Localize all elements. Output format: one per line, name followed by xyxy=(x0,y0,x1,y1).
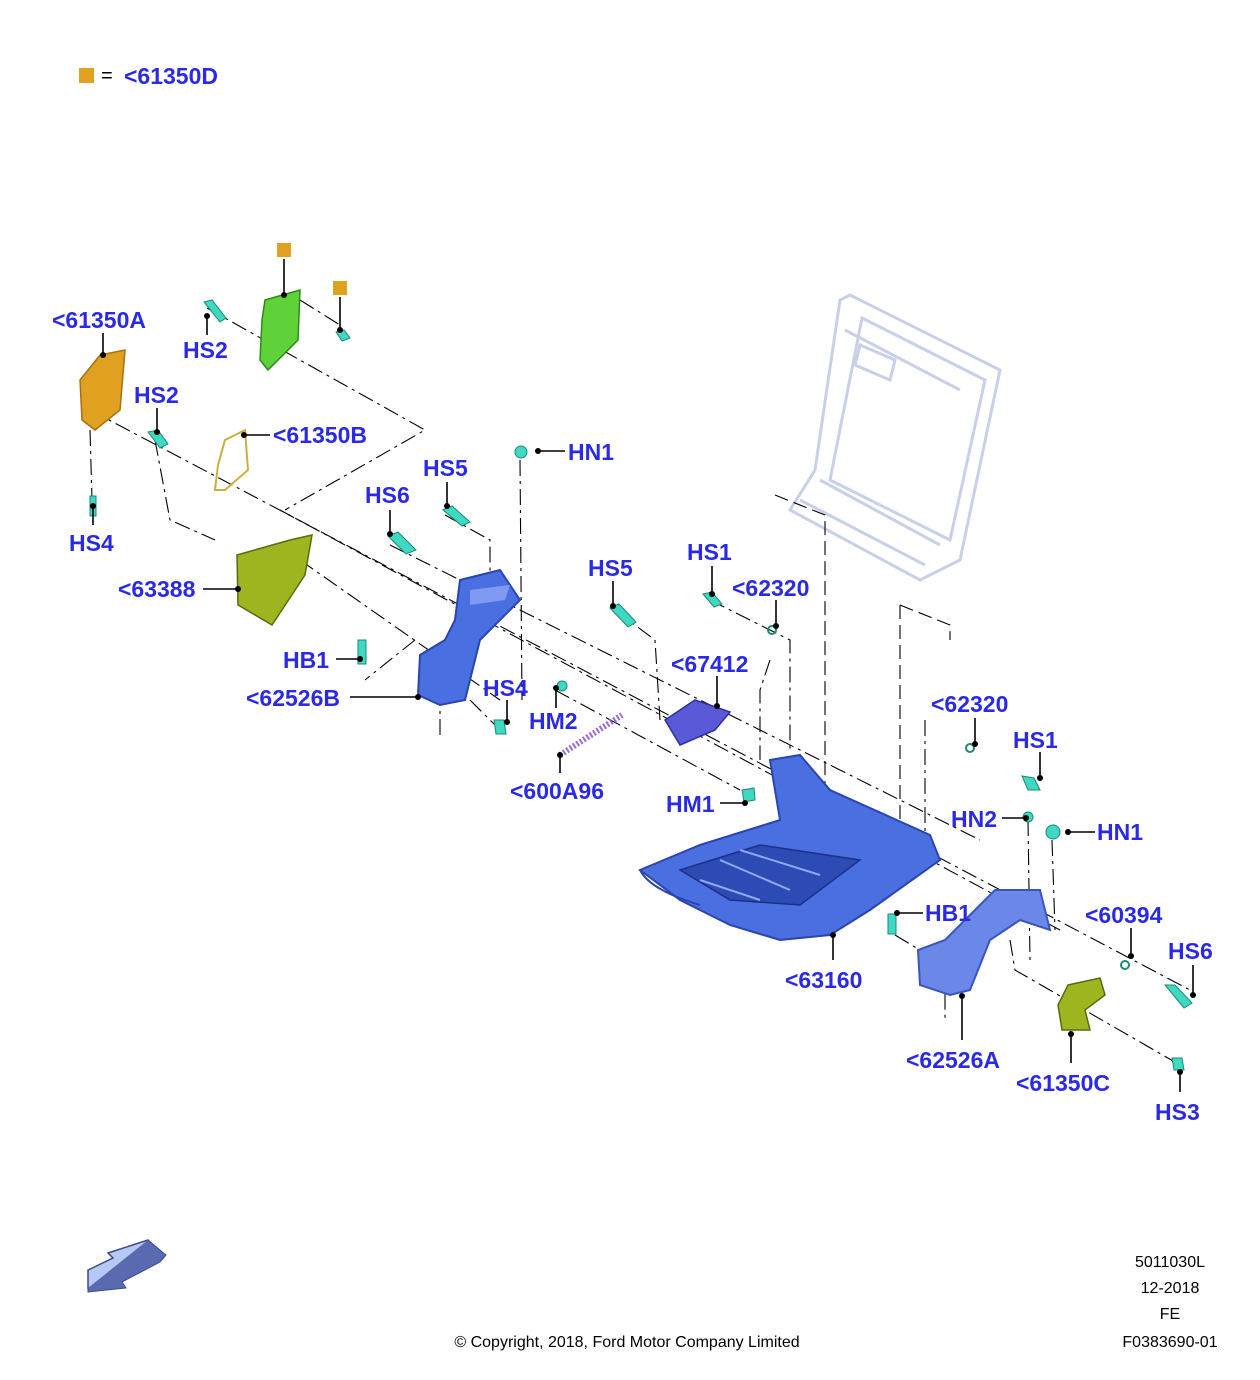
callout-hs1-top: HS1 xyxy=(687,539,732,565)
trim-61350c xyxy=(1057,977,1106,1031)
callout-62320-right: <62320 xyxy=(931,691,1008,717)
legend-swatch xyxy=(79,68,94,83)
callout-hn1-top: HN1 xyxy=(568,439,614,465)
bracket-62526b xyxy=(416,568,522,707)
callout-hs4-left: HS4 xyxy=(69,530,114,556)
callout-hs5-top: HS5 xyxy=(423,455,468,481)
callout-hs2-left: HS2 xyxy=(134,382,179,408)
assembly-lines xyxy=(89,299,1191,1066)
leader-lines xyxy=(90,259,1196,1092)
trim-61350a xyxy=(79,349,126,431)
doc-region: FE xyxy=(1160,1306,1180,1323)
callout-61350c: <61350C xyxy=(1016,1070,1110,1096)
spring-600a96 xyxy=(558,712,624,758)
legend-equals: = xyxy=(101,65,113,87)
callout-62526b: <62526B xyxy=(246,685,340,711)
callout-hn2: HN2 xyxy=(951,806,997,832)
legend-marker-1 xyxy=(277,243,291,257)
doc-date: 12-2018 xyxy=(1141,1280,1200,1297)
callout-hs5-mid: HS5 xyxy=(588,555,633,581)
bracket-62526a xyxy=(916,889,1052,997)
callout-hn1-right: HN1 xyxy=(1097,819,1143,845)
callout-hs6-left: HS6 xyxy=(365,482,410,508)
doc-code: 5011030L xyxy=(1135,1254,1205,1271)
callout-hm1: HM1 xyxy=(666,791,715,817)
callout-61350a: <61350A xyxy=(52,307,146,333)
callout-62320-top: <62320 xyxy=(732,575,809,601)
hinge-67412 xyxy=(663,699,732,746)
arrow-down-left-icon xyxy=(87,1239,167,1293)
fasteners xyxy=(89,299,1193,1071)
legend: = <61350D xyxy=(79,63,218,89)
legend-marker-2 xyxy=(333,281,347,295)
callout-600a96: <600A96 xyxy=(510,778,604,804)
callout-labels: <61350A HS2 HS2 <61350B HS4 HN1 HS5 HS6 … xyxy=(52,307,1213,1125)
trim-61350d-green xyxy=(259,288,301,372)
backrest-frame xyxy=(787,293,1002,582)
callout-hs2-top: HS2 xyxy=(183,337,228,363)
callout-hm2: HM2 xyxy=(529,708,578,734)
callout-63160: <63160 xyxy=(785,967,862,993)
callout-hs6-right: HS6 xyxy=(1168,938,1213,964)
callout-61350b: <61350B xyxy=(273,422,367,448)
trim-63388 xyxy=(236,534,313,627)
callout-hs3: HS3 xyxy=(1155,1099,1200,1125)
callout-hb1-right: HB1 xyxy=(925,900,971,926)
copyright: © Copyright, 2018, Ford Motor Company Li… xyxy=(454,1334,799,1351)
legend-label: <61350D xyxy=(124,63,218,89)
callout-hb1-left: HB1 xyxy=(283,647,329,673)
callout-63388: <63388 xyxy=(118,576,196,602)
seat-cushion-frame xyxy=(638,753,942,942)
callout-60394: <60394 xyxy=(1085,902,1163,928)
callout-hs4-mid: HS4 xyxy=(483,675,528,701)
callout-hs1-right: HS1 xyxy=(1013,727,1058,753)
footer: © Copyright, 2018, Ford Motor Company Li… xyxy=(454,1254,1217,1351)
trim-61350b xyxy=(213,428,250,491)
figure-number: F0383690-01 xyxy=(1122,1334,1217,1351)
callout-67412: <67412 xyxy=(671,651,748,677)
callout-62526a: <62526A xyxy=(906,1047,1000,1073)
